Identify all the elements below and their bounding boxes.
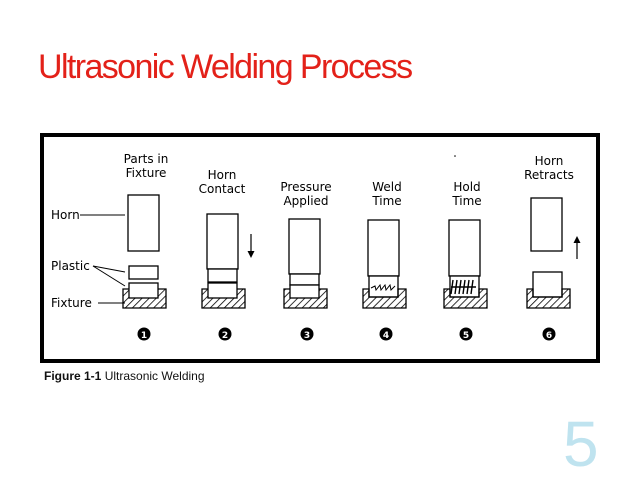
- stage-5-label-line-2: Time: [451, 194, 481, 208]
- upper-plastic-part: [289, 273, 320, 286]
- welding-diagram-figure: Horn Plastic Fixture Parts in Fixture 1 …: [39, 132, 601, 364]
- stage-1: Parts in Fixture 1: [122, 152, 169, 341]
- plastic-pointer: [92, 265, 126, 287]
- horn-block: [448, 219, 481, 277]
- step-2-badge: [218, 327, 232, 341]
- step-3-badge: [300, 327, 314, 341]
- figure-caption-number: Figure 1-1: [44, 369, 102, 383]
- stage-1-label-line-1: Parts in: [124, 152, 169, 166]
- lower-plastic-part: [128, 282, 159, 299]
- side-label-fixture: Fixture: [51, 296, 92, 310]
- stage-4-label-line-2: Time: [371, 194, 401, 208]
- step-4-badge: [379, 327, 393, 341]
- upper-plastic-part: [128, 265, 159, 280]
- step-6-number: 6: [546, 331, 552, 341]
- horn-block: [367, 219, 400, 277]
- stage-6-label-line-2: Retracts: [524, 168, 574, 182]
- step-5-badge: [459, 327, 473, 341]
- welding-diagram: Horn Plastic Fixture Parts in Fixture 1 …: [40, 133, 600, 363]
- weld-zone-mark: [370, 283, 396, 292]
- stage-2-label-line-2: Contact: [199, 182, 246, 196]
- up-arrow-icon: [573, 236, 581, 243]
- stage-5: Hold Time 5: [443, 180, 488, 341]
- horn-block: [530, 197, 563, 252]
- page-number: 5: [563, 408, 599, 480]
- horn-block: [206, 213, 239, 270]
- side-label-plastic: Plastic: [51, 259, 90, 273]
- stage-6-label-line-1: Horn: [535, 154, 564, 168]
- figure-caption: Figure 1-1 Ultrasonic Welding: [44, 369, 205, 383]
- horn-block: [288, 218, 321, 275]
- stage-4: Weld Time 4: [362, 180, 407, 341]
- step-5-number: 5: [463, 331, 469, 341]
- upper-plastic-part: [207, 268, 238, 283]
- step-1-badge: [137, 327, 151, 341]
- stage-3-label-line-1: Pressure: [280, 180, 331, 194]
- stage-3: Pressure Applied 3: [280, 180, 331, 341]
- step-2-number: 2: [222, 331, 228, 341]
- stray-dot: [454, 155, 456, 157]
- stage-2: Horn Contact 2: [199, 168, 255, 341]
- lower-plastic-part: [207, 282, 238, 299]
- figure-frame: [40, 133, 600, 363]
- slide-title: Ultrasonic Welding Process: [38, 48, 413, 86]
- stage-3-label-line-2: Applied: [283, 194, 328, 208]
- stage-2-label-line-1: Horn: [208, 168, 237, 182]
- step-6-badge: [542, 327, 556, 341]
- stage-6: Horn Retracts 6: [524, 154, 581, 341]
- welded-plastic-part: [532, 271, 563, 298]
- figure-caption-text: Ultrasonic Welding: [104, 369, 205, 383]
- side-label-horn: Horn: [51, 208, 80, 222]
- step-3-number: 3: [304, 331, 310, 341]
- hold-zone-mark: [450, 279, 476, 295]
- fixture-base: [526, 288, 571, 309]
- fixture-base: [443, 288, 488, 309]
- plastic-pointer-2: [92, 265, 126, 273]
- stage-4-label-line-1: Weld: [372, 180, 402, 194]
- fixture-base: [362, 288, 407, 309]
- stage-5-label-line-1: Hold: [453, 180, 480, 194]
- stage-1-label-line-2: Fixture: [126, 166, 167, 180]
- horn-block: [127, 194, 160, 252]
- step-1-number: 1: [141, 331, 147, 341]
- down-arrow-icon: [247, 251, 255, 258]
- step-4-number: 4: [383, 331, 389, 341]
- lower-plastic-part: [289, 284, 320, 299]
